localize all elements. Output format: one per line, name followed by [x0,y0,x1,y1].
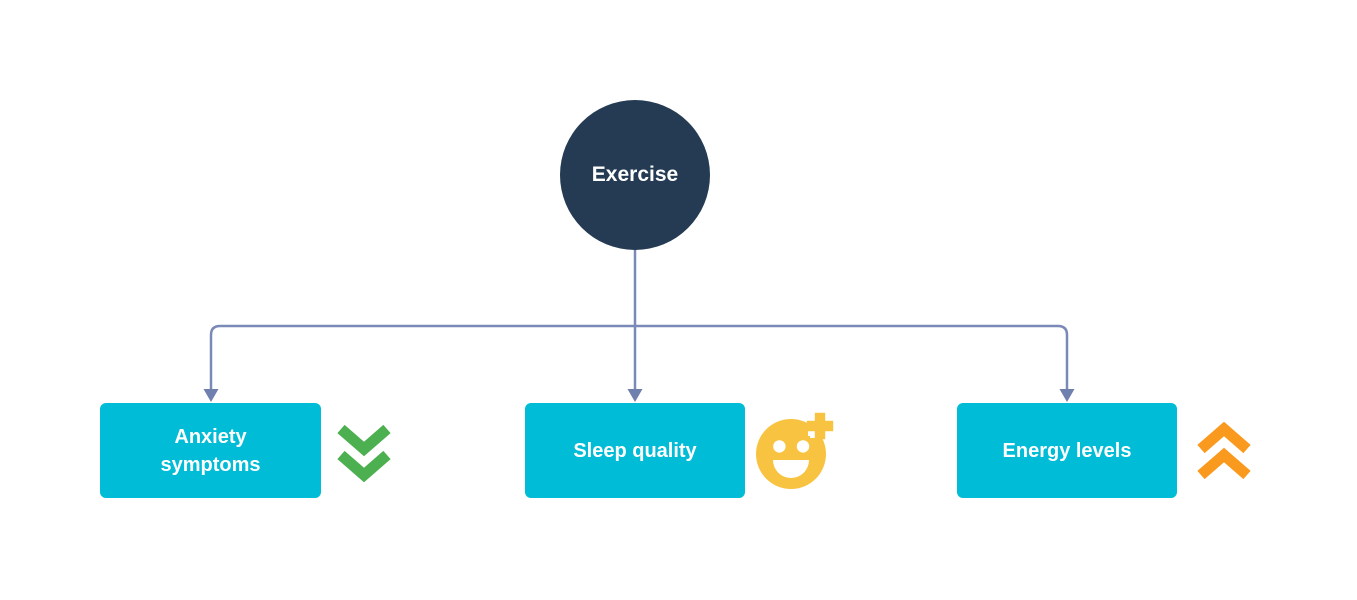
double-chevron-down-icon [337,424,391,482]
arrowhead-left-icon [203,389,219,402]
node-label: Sleep quality [573,439,697,462]
node-label: Energy levels [1002,439,1132,462]
arrowhead-right-icon [1059,389,1075,402]
double-chevron-up-icon [1197,422,1251,480]
node-label: Anxiety symptoms [160,425,261,476]
connector-right [635,324,1069,390]
node-sleep-quality[interactable]: Sleep quality [525,403,745,498]
node-anxiety-symptoms[interactable]: Anxiety symptoms [100,403,321,498]
root-node-label: Exercise [591,163,679,186]
arrowhead-center-icon [627,389,643,402]
node-energy-levels[interactable]: Energy levels [957,403,1177,498]
smiley-plus-icon [756,412,834,489]
connector-left [209,324,635,390]
root-node-exercise[interactable]: Exercise [560,100,710,250]
